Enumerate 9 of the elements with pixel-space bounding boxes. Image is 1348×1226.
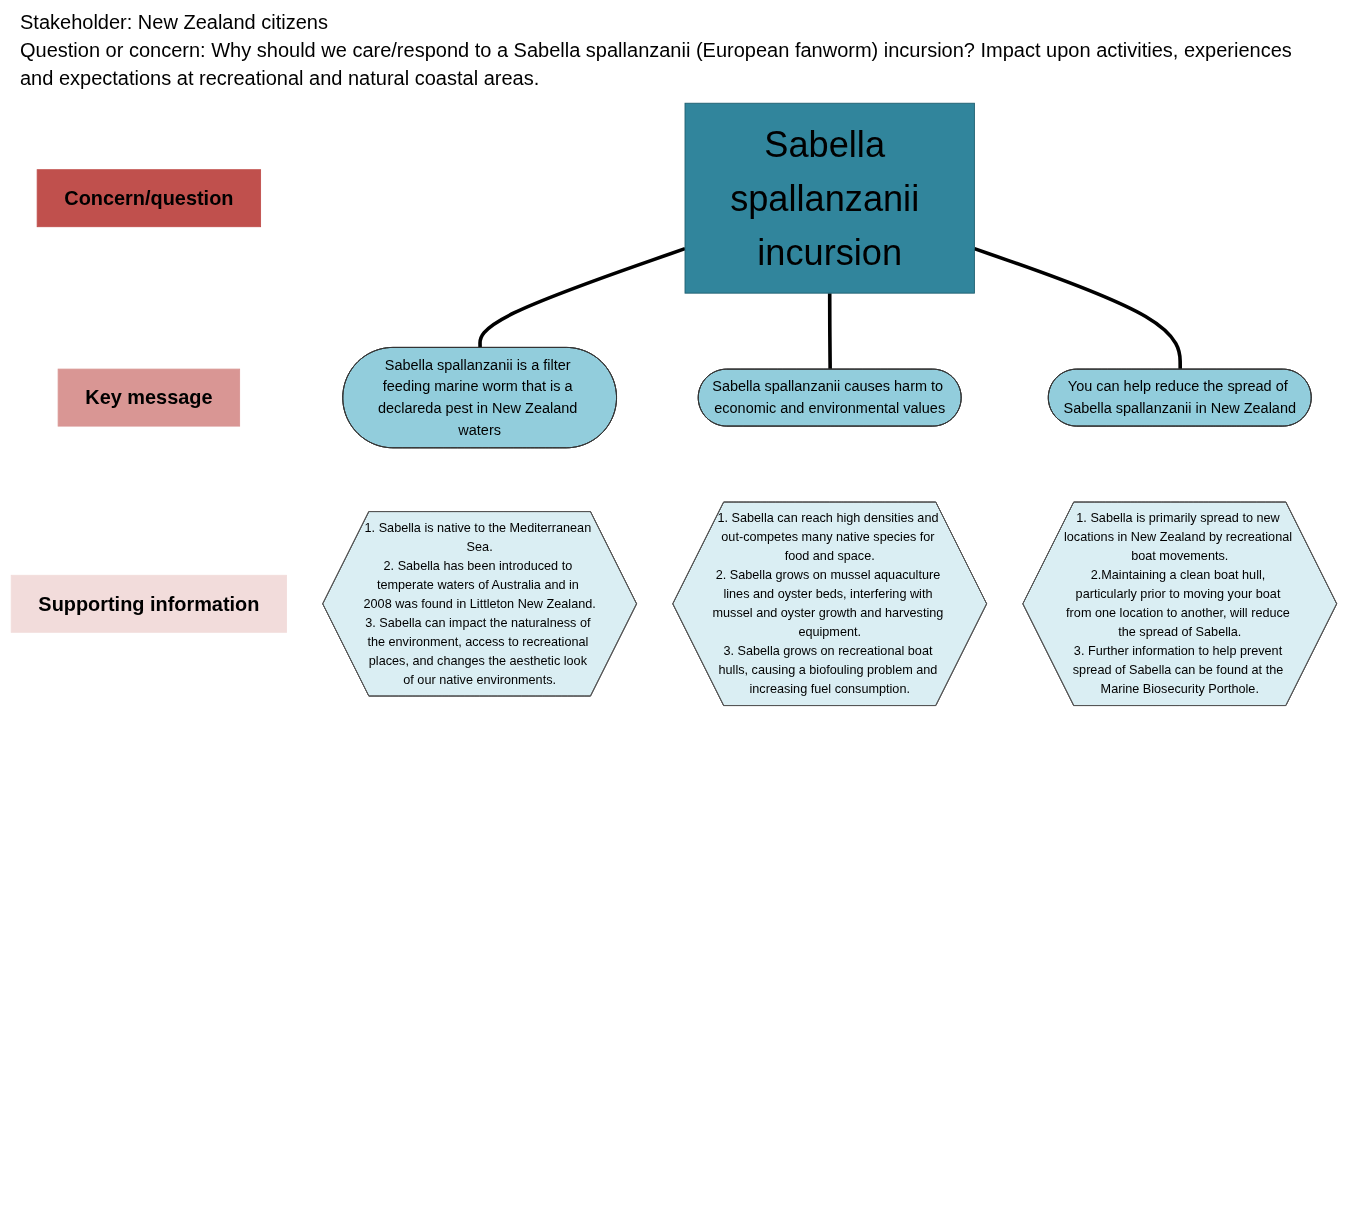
header-text: Stakeholder: New Zealand citizens	[20, 10, 329, 35]
node-box: Key message	[57, 368, 241, 427]
connector	[478, 246, 686, 348]
node-box: Sabella spallanzanii incursion	[684, 102, 975, 294]
node-box: Supporting information	[10, 574, 287, 633]
connector	[973, 246, 1183, 370]
connector	[827, 293, 832, 370]
header-text: Question or concern: Why should we care/respond to a Sabella spallanzanii (European fanworm) incursion? Impact upon activities, experiences and expectations at recreational and natural coastal areas.	[20, 38, 1293, 91]
node-box: Concern/question	[36, 169, 262, 228]
